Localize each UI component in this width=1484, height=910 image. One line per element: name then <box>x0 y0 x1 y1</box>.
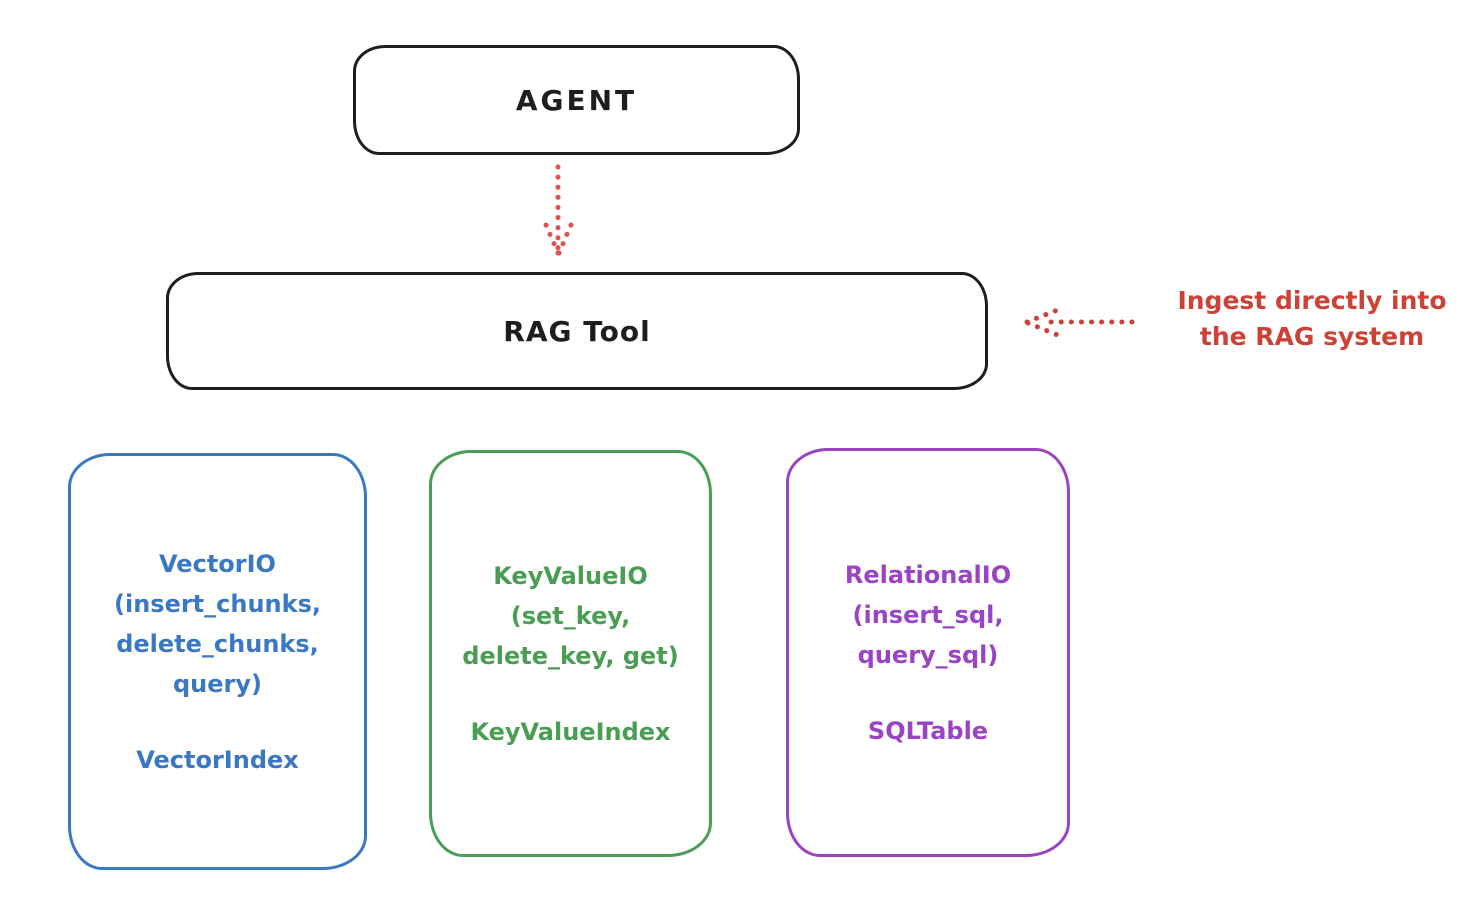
vector-io-methods-label: VectorIO (insert_chunks, delete_chunks, … <box>114 549 321 698</box>
rag-tool-label: RAG Tool <box>503 314 651 348</box>
agent-to-rag-tool-arrow <box>540 164 577 256</box>
vector-io-node: VectorIO (insert_chunks, delete_chunks, … <box>68 453 367 870</box>
sql-table-label: SQLTable <box>867 716 989 745</box>
key-value-io-methods-label: KeyValueIO (set_key, delete_key, get) <box>462 561 679 670</box>
rag-tool-node: RAG Tool <box>166 272 988 390</box>
vector-index-label: VectorIndex <box>136 745 299 774</box>
key-value-io-node: KeyValueIO (set_key, delete_key, get) Ke… <box>429 450 712 857</box>
agent-node: AGENT <box>353 45 800 155</box>
relational-io-node: RelationalIO (insert_sql, query_sql) SQL… <box>786 448 1070 857</box>
relational-io-methods-label: RelationalIO (insert_sql, query_sql) <box>844 560 1012 669</box>
ingest-annotation: Ingest directly into the RAG system <box>1177 286 1447 351</box>
annotation-to-rag-tool-arrow <box>1024 306 1135 339</box>
agent-label: AGENT <box>515 83 638 117</box>
key-value-index-label: KeyValueIndex <box>470 717 671 746</box>
